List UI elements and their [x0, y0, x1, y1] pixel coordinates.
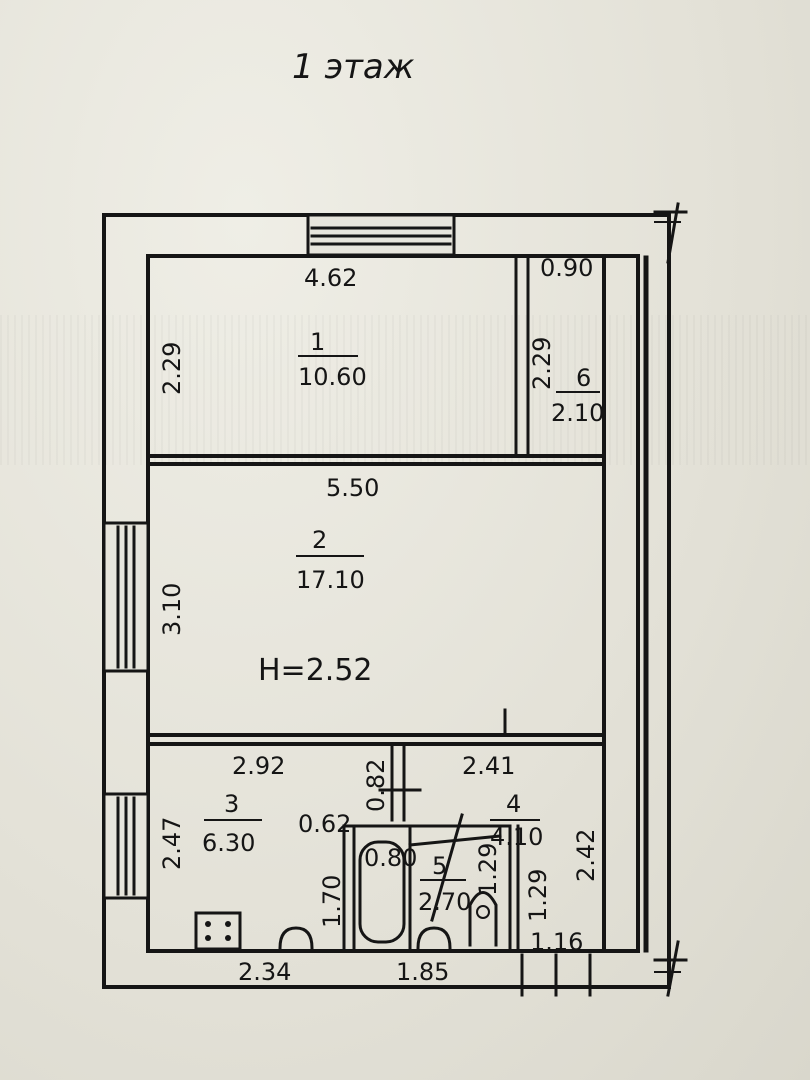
- room-6-area: 2.10: [551, 399, 604, 427]
- dim-bottom-room4: 1.16: [530, 928, 583, 956]
- room-5-area: 2.70: [418, 888, 471, 916]
- section-marker-bottom: [653, 940, 688, 997]
- room-6-number: 6: [576, 364, 591, 392]
- dim-bath-width: 0.80: [364, 844, 417, 872]
- room-1-area: 10.60: [298, 363, 367, 391]
- stove-icon: [194, 911, 242, 951]
- floor-title: 1 этаж: [292, 47, 415, 87]
- entrance: [520, 953, 592, 997]
- dim-corridor-a: 0.82: [362, 759, 390, 812]
- room-4-area: 4.10: [490, 823, 543, 851]
- section-marker-top: [653, 202, 688, 264]
- top-window: [306, 213, 456, 257]
- dim-room4-width-top: 2.41: [462, 752, 515, 780]
- dim-bath-depth: 1.70: [318, 875, 346, 928]
- dim-room6-depth: 2.29: [528, 337, 556, 390]
- room-5-number: 5: [432, 852, 447, 880]
- dim-room3-width-top: 2.92: [232, 752, 285, 780]
- room-3-number: 3: [224, 790, 239, 818]
- dim-room2-width: 5.50: [326, 474, 379, 502]
- dim-room3-depth: 2.47: [158, 817, 186, 870]
- dim-room1-depth: 2.29: [158, 342, 186, 395]
- dim-bottom-room5: 1.85: [396, 958, 449, 986]
- room-2-area: 17.10: [296, 566, 365, 594]
- dim-wc-depth: 1.29: [474, 843, 502, 896]
- dim-corridor-b: 0.62: [298, 810, 351, 838]
- bathroom-block: [342, 813, 520, 952]
- dim-room2-depth: 3.10: [158, 583, 186, 636]
- room-2-number: 2: [312, 526, 327, 554]
- bath-sink-icon: [416, 926, 452, 950]
- dim-room4-depth: 2.42: [572, 829, 600, 882]
- dim-room1-width: 4.62: [304, 264, 357, 292]
- toilet-bowl-icon: [476, 905, 490, 919]
- left-window-lower: [102, 792, 150, 900]
- room-4-number: 4: [506, 790, 521, 818]
- scan-noise: [0, 315, 810, 465]
- kitchen-sink-icon: [278, 926, 314, 950]
- dim-room6-width: 0.90: [540, 254, 593, 282]
- room-1-number: 1: [310, 328, 325, 356]
- dim-bottom-room3: 2.34: [238, 958, 291, 986]
- toilet-icon: [468, 891, 498, 947]
- ceiling-height: H=2.52: [258, 653, 373, 688]
- room-3-area: 6.30: [202, 829, 255, 857]
- dim-wc-depth-b: 1.29: [524, 869, 552, 922]
- bathtub-icon: [358, 840, 406, 944]
- left-window-upper: [102, 521, 150, 673]
